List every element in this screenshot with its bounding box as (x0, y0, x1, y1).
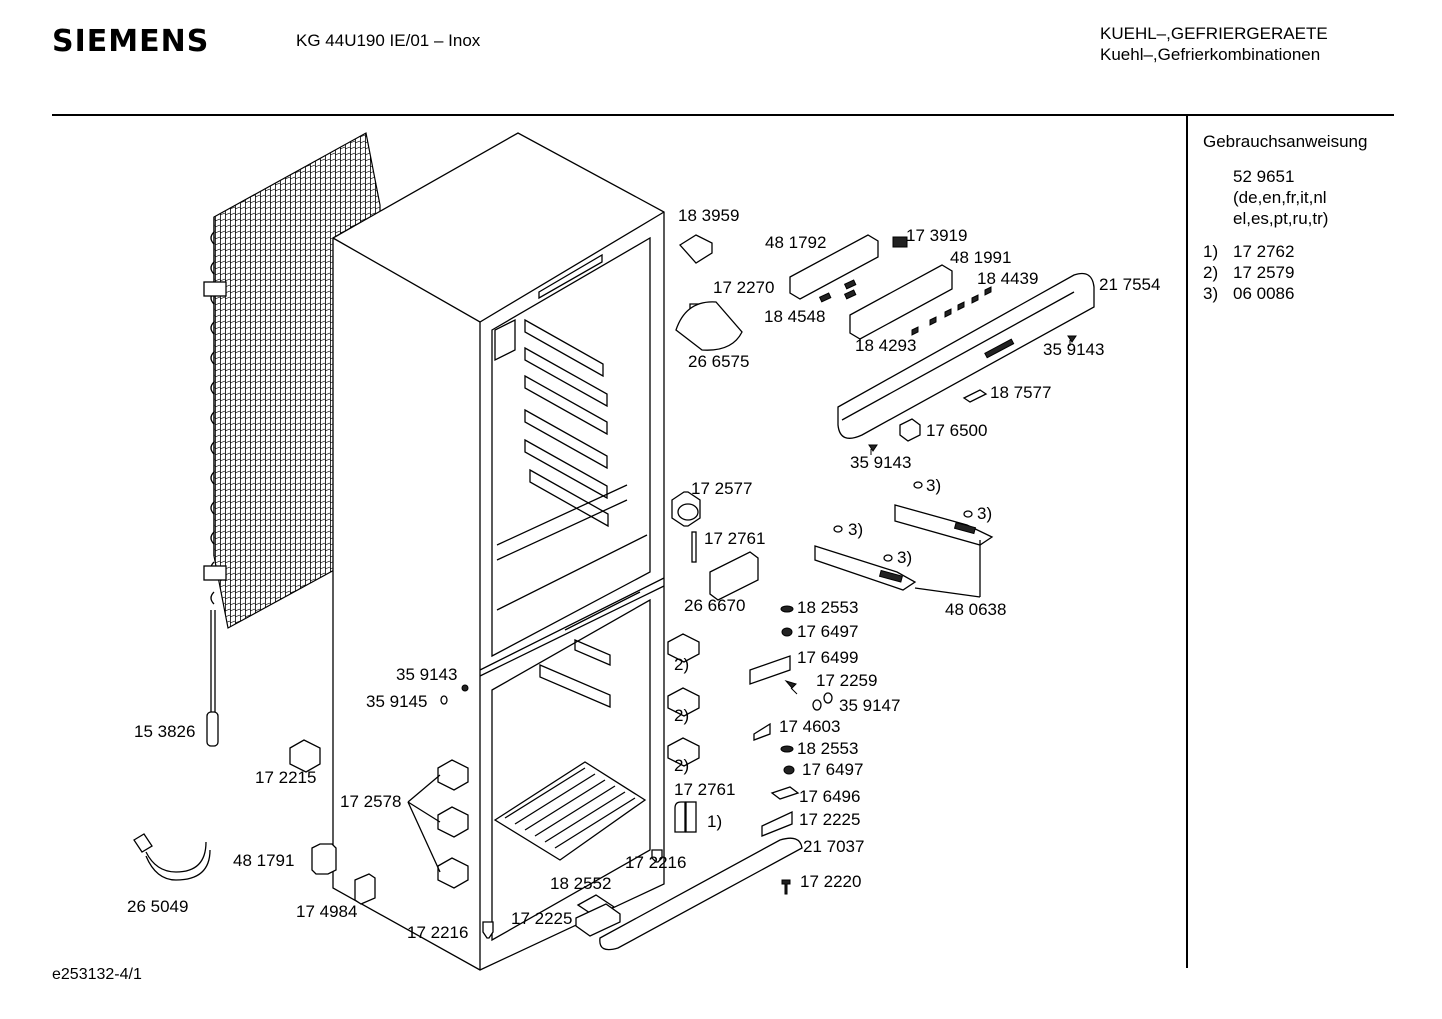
footnote-marker: 3) (897, 548, 912, 567)
part-number-label: 17 6496 (799, 787, 860, 806)
part-number-label: 17 2215 (255, 768, 316, 787)
manual-sidebar: Gebrauchsanweisung 52 9651 (de,en,fr,it,… (1203, 131, 1367, 304)
accessory-parts (133, 739, 469, 905)
door-hardware-parts (440, 481, 994, 951)
part-number-label: 15 3826 (134, 722, 195, 741)
part-number-label: 48 1791 (233, 851, 294, 870)
part-number-label: 17 6497 (797, 622, 858, 641)
model-title: KG 44U190 IE/01 – Inox (296, 31, 481, 50)
note-value: 17 2762 (1233, 242, 1295, 261)
part-number-label: 35 9145 (366, 692, 427, 711)
manual-number: 52 9651 (1233, 167, 1295, 186)
footnote-marker: 1) (707, 812, 722, 831)
part-number-label: 17 2220 (800, 872, 861, 891)
part-number-label: 17 2259 (816, 671, 877, 690)
note-value: 17 2579 (1233, 263, 1295, 282)
freezer-basket (493, 761, 647, 861)
note-key: 1) (1203, 242, 1219, 261)
part-number-label: 17 4984 (296, 902, 357, 921)
part-number-label: 26 6670 (684, 596, 745, 615)
part-number-label: 35 9143 (850, 453, 911, 472)
document-code: e253132-4/1 (52, 966, 142, 983)
note-value: 06 0086 (1233, 284, 1295, 303)
control-panel-parts (675, 234, 1095, 455)
part-number-label: 21 7037 (803, 837, 864, 856)
part-number-label: 17 2216 (625, 853, 686, 872)
part-number-label: 26 5049 (127, 897, 188, 916)
footnote-marker: 2) (674, 756, 689, 775)
part-number-label: 18 4548 (764, 307, 825, 326)
part-number-label: 18 2553 (797, 598, 858, 617)
manual-languages-2: el,es,pt,ru,tr) (1233, 209, 1329, 228)
part-number-label: 17 2270 (713, 278, 774, 297)
part-number-label: 18 2553 (797, 739, 858, 758)
part-number-label: 18 2552 (550, 874, 611, 893)
part-number-label: 17 6499 (797, 648, 858, 667)
manual-title: Gebrauchsanweisung (1203, 132, 1368, 151)
category-line-1: KUEHL–,GEFRIERGERAETE (1100, 24, 1328, 43)
part-number-label: 17 3919 (906, 226, 967, 245)
footnote-marker: 2) (674, 655, 689, 674)
note-key: 2) (1203, 263, 1219, 282)
part-number-label: 17 2761 (704, 529, 765, 548)
note-row: 1) 17 2762 (1203, 241, 1367, 262)
part-number-label: 21 7554 (1099, 275, 1160, 294)
part-number-label: 48 1991 (950, 248, 1011, 267)
part-number-label: 48 1792 (765, 233, 826, 252)
brand-logo: SIEMENS (52, 24, 210, 59)
part-number-label: 18 3959 (678, 206, 739, 225)
part-number-label: 18 4293 (855, 336, 916, 355)
category-line-2: Kuehl–,Gefrierkombinationen (1100, 45, 1321, 64)
sidebar-divider (1186, 116, 1188, 968)
footnote-marker: 3) (848, 520, 863, 539)
note-row: 2) 17 2579 (1203, 262, 1367, 283)
footnote-marker: 3) (926, 476, 941, 495)
part-number-label: 17 2577 (691, 479, 752, 498)
part-number-label: 17 6500 (926, 421, 987, 440)
footnote-marker: 2) (674, 706, 689, 725)
footnote-marker: 3) (977, 504, 992, 523)
part-number-label: 17 2578 (340, 792, 401, 811)
part-number-label: 17 2225 (511, 909, 572, 928)
part-number-label: 35 9143 (1043, 340, 1104, 359)
category: KUEHL–,GEFRIERGERAETE Kuehl–,Gefrierkomb… (1100, 23, 1328, 65)
part-labels: 18 3959 48 1792 17 3919 48 1991 18 4439 … (127, 206, 1160, 942)
part-number-label: 18 4439 (977, 269, 1038, 288)
part-number-label: 17 2216 (407, 923, 468, 942)
part-number-label: 48 0638 (945, 600, 1006, 619)
part-number-label: 35 9143 (396, 665, 457, 684)
part-number-label: 17 2225 (799, 810, 860, 829)
part-number-label: 17 4603 (779, 717, 840, 736)
part-number-label: 18 7577 (990, 383, 1051, 402)
part-number-label: 26 6575 (688, 352, 749, 371)
note-key: 3) (1203, 284, 1219, 303)
fridge-cabinet (332, 132, 665, 971)
header-divider (52, 114, 1394, 116)
part-number-label: 17 2761 (674, 780, 735, 799)
note-row: 3) 06 0086 (1203, 283, 1367, 304)
manual-languages-1: (de,en,fr,it,nl (1233, 188, 1327, 207)
part-number-label: 35 9147 (839, 696, 900, 715)
part-number-label: 17 6497 (802, 760, 863, 779)
